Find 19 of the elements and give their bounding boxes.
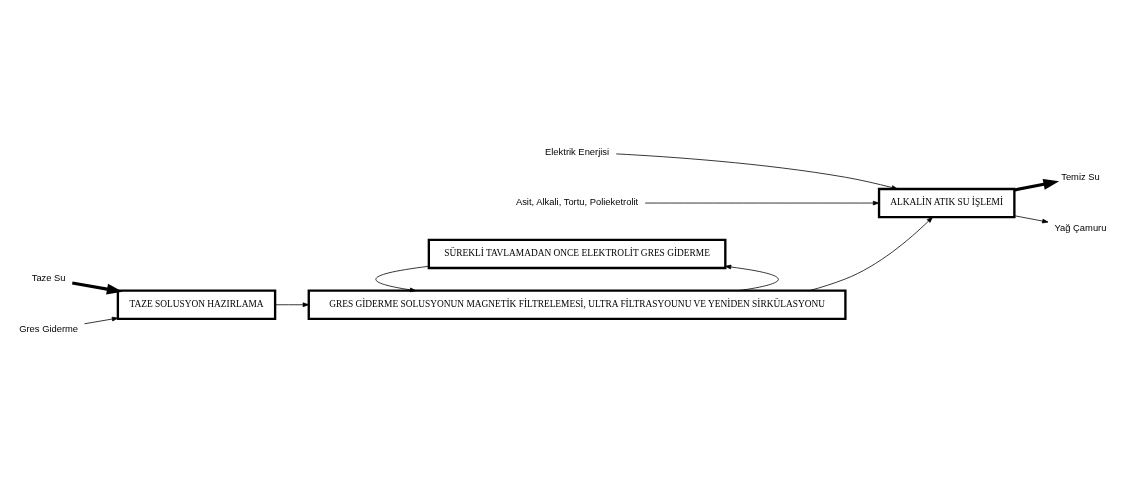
node-text: Elektrik Enerjisi [545,146,610,157]
arrow [274,301,309,307]
arrow [724,264,779,291]
arrow [644,200,880,205]
node-box: TAZE SOLUSYON HAZIRLAMA [116,289,277,320]
node-text: Asit, Alkali, Tortu, Polieketrolit [515,196,639,207]
node-text: Gres Giderme [19,323,79,334]
arrow [84,316,119,324]
arrow [615,153,898,190]
node-box: ALKALİN ATIK SU İŞLEMİ [877,187,1016,218]
node-text: Yağ Çamuru [1054,222,1107,233]
node-text: Taze Su [31,272,66,283]
node-text: Temiz Su [1061,171,1100,182]
node-box: SÜREKLİ TAVLAMADAN ONCE ELEKTROLİT GRES GİDERME [427,238,727,269]
arrow [375,265,430,292]
arrow [1014,214,1049,223]
arrow [72,280,123,294]
arrow [808,216,933,291]
arrow [1014,178,1060,191]
